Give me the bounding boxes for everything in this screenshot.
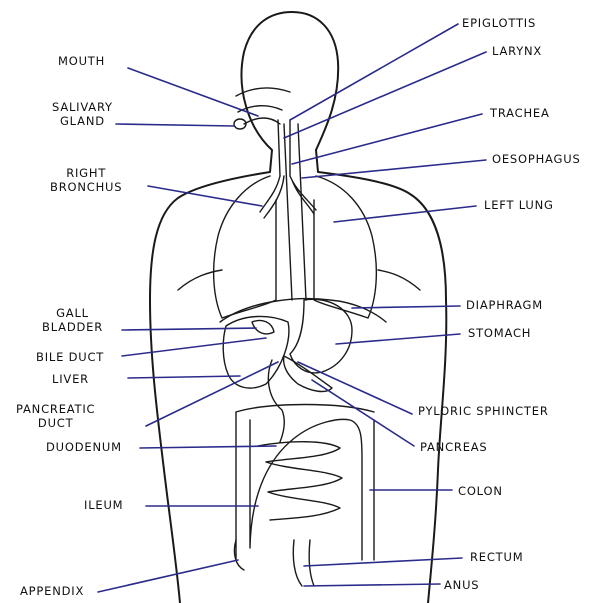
liver-shape <box>223 316 289 388</box>
leader-left-lung <box>334 206 476 222</box>
leader-liver <box>128 376 240 378</box>
label-pancreas: PANCREAS <box>420 440 488 454</box>
label-anus: ANUS <box>444 578 479 592</box>
label-salivary-gland: SALIVARY GLAND <box>52 100 113 128</box>
right-arm-crease <box>378 270 420 290</box>
leader-epiglottis <box>290 24 458 120</box>
label-duodenum: DUODENUM <box>46 440 122 454</box>
leader-gall-bladder <box>122 328 256 330</box>
leader-bile-duct <box>122 338 266 356</box>
left-arm-crease <box>178 270 222 290</box>
leader-rectum <box>304 558 462 566</box>
oesophagus-shape <box>284 124 306 300</box>
rectum-shape <box>293 540 314 586</box>
leader-pancreatic-duct <box>146 362 278 426</box>
colon-shape <box>236 405 374 561</box>
label-colon: COLON <box>458 484 503 498</box>
leader-right-bronchus <box>148 186 262 206</box>
label-mouth: MOUTH <box>58 54 105 68</box>
leader-pancreas <box>312 380 414 446</box>
leader-salivary-gland <box>116 124 234 126</box>
left-lung-shape <box>314 176 376 318</box>
label-liver: LIVER <box>52 372 89 386</box>
label-stomach: STOMACH <box>468 326 531 340</box>
label-trachea: TRACHEA <box>490 106 550 120</box>
label-gall-bladder: GALL BLADDER <box>42 306 103 334</box>
label-pyloric-sphincter: PYLORIC SPHINCTER <box>418 404 549 418</box>
label-left-lung: LEFT LUNG <box>484 198 554 212</box>
leader-stomach <box>336 334 460 344</box>
leader-pyloric-sphincter <box>298 362 412 414</box>
ileum-shape <box>258 442 342 520</box>
label-ileum: ILEUM <box>84 498 123 512</box>
label-rectum: RECTUM <box>470 550 523 564</box>
label-diaphragm: DIAPHRAGM <box>466 298 543 312</box>
leader-diaphragm <box>352 306 460 308</box>
right-lung <box>214 176 276 318</box>
leader-appendix <box>98 560 238 592</box>
label-pancreatic-duct: PANCREATIC DUCT <box>16 402 95 430</box>
label-right-bronchus: RIGHT BRONCHUS <box>50 166 122 194</box>
label-bile-duct: BILE DUCT <box>36 350 104 364</box>
label-epiglottis: EPIGLOTTIS <box>462 16 536 30</box>
label-larynx: LARYNX <box>492 44 542 58</box>
leader-mouth <box>128 68 258 116</box>
gall-bladder-shape <box>252 320 274 333</box>
label-appendix: APPENDIX <box>20 584 84 598</box>
leader-oesophagus <box>302 160 486 178</box>
leader-anus <box>304 584 440 586</box>
label-oesophagus: OESOPHAGUS <box>492 152 581 166</box>
